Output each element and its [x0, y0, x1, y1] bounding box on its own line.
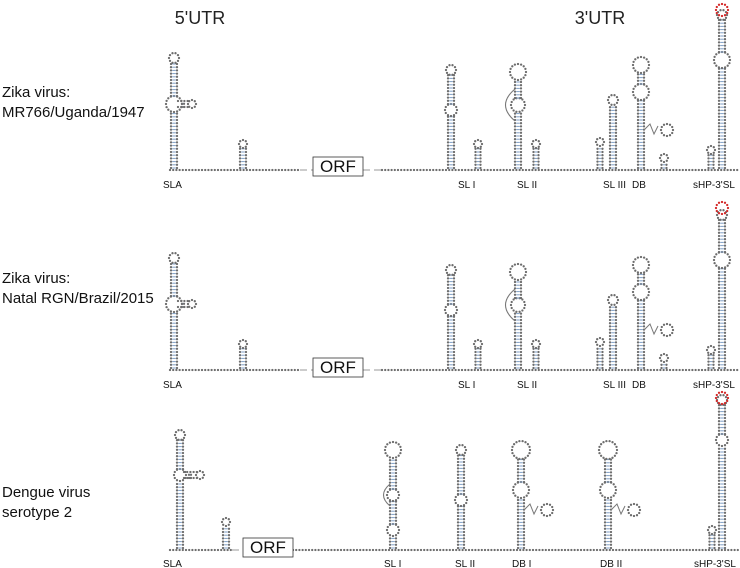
row2-sl3-structure: [594, 294, 620, 370]
row3-virus-name: Dengue virus: [2, 484, 90, 501]
row2-db-structure: [631, 255, 675, 370]
row2-sla-structure: [164, 252, 198, 370]
row3-strain: serotype 2: [2, 504, 72, 521]
row3-small-5utr-hairpin: [220, 516, 232, 550]
row2-5utr-backbone: [168, 368, 300, 372]
mini-hairpin: [705, 144, 717, 170]
row1-orf-label: ORF: [320, 157, 356, 176]
rna-structures: [164, 2, 739, 552]
header-3utr: 3'UTR: [575, 8, 625, 28]
row2-shp-3sl-structure: [705, 209, 732, 370]
row1-5utr-backbone: [168, 168, 300, 172]
mini-hairpin: [530, 338, 542, 370]
header-5utr: 5'UTR: [175, 8, 225, 28]
row2-3utr-backbone: [380, 368, 739, 372]
row1-3utr-backbone: [380, 168, 739, 172]
row2-strain: Natal RGN/Brazil/2015: [2, 290, 154, 307]
row2-orf-box: [312, 357, 364, 378]
row2-label-shp: sHP-3'SL: [693, 380, 735, 391]
row2-small-5utr-hairpin: [237, 338, 249, 370]
row1-virus-name: Zika virus:: [2, 84, 70, 101]
row1-label-sl3: SL III: [603, 180, 626, 191]
row2-label-sl3: SL III: [603, 380, 626, 391]
row1-sl2-structure: [504, 62, 542, 170]
row2-label-sl2: SL II: [517, 380, 537, 391]
row1-label-sla: SLA: [163, 180, 182, 191]
row3-3utr-backbone: [291, 548, 739, 552]
row2-label-sla: SLA: [163, 380, 182, 391]
mini-hairpin: [706, 524, 718, 550]
row2-3sl-top-loop-highlight: [714, 200, 730, 216]
mini-hairpin: [530, 138, 542, 170]
row3-label-db1: DB I: [512, 559, 531, 568]
row3-5utr-backbone: [168, 548, 232, 552]
row1-3sl-top-loop-highlight: [714, 2, 730, 18]
row3-label-sl1: SL I: [384, 559, 401, 568]
row1-label-shp: sHP-3'SL: [693, 180, 735, 191]
row3-label-sl2: SL II: [455, 559, 475, 568]
mini-hairpin: [658, 152, 670, 170]
row3-label-sla: SLA: [163, 559, 182, 568]
row1-shp-3sl-structure: [705, 9, 732, 170]
row3-db2-structure: [597, 439, 642, 550]
row3-sl2-structure: [453, 444, 469, 550]
mini-hairpin: [472, 338, 484, 370]
row1-label-sl1: SL I: [458, 180, 475, 191]
row3-shp-3sl-structure: [706, 394, 730, 550]
row1-sla-structure: [164, 52, 198, 170]
row2-label-db: DB: [632, 380, 646, 391]
row2-orf-label: ORF: [320, 358, 356, 377]
mini-hairpin: [594, 336, 606, 370]
row1-small-5utr-hairpin: [237, 138, 249, 170]
mini-hairpin: [472, 138, 484, 170]
mini-hairpin: [705, 344, 717, 370]
row1-orf-box: [312, 156, 364, 177]
row3-sl1-structure: [382, 440, 403, 550]
row1-db-structure: [631, 55, 675, 170]
row3-sla-structure: [172, 429, 206, 550]
row1-sl3-structure: [594, 94, 620, 170]
row2-label-sl1: SL I: [458, 380, 475, 391]
row1-sl1-structure: [443, 64, 484, 170]
row1-label-sl2: SL II: [517, 180, 537, 191]
row3-db1-structure: [510, 439, 555, 550]
row3-3sl-top-loop-highlight: [714, 390, 730, 406]
row2-sl2-structure: [504, 262, 542, 370]
row1-strain: MR766/Uganda/1947: [2, 104, 145, 121]
row3-label-db2: DB II: [600, 559, 622, 568]
row2-virus-name: Zika virus:: [2, 270, 70, 287]
mini-hairpin: [594, 136, 606, 170]
row3-orf-label: ORF: [250, 538, 286, 557]
mini-hairpin: [658, 352, 670, 370]
row3-orf-box: [242, 537, 294, 558]
row3-label-shp: sHP-3'SL: [694, 559, 736, 568]
row1-label-db: DB: [632, 180, 646, 191]
row2-sl1-structure: [443, 264, 484, 370]
